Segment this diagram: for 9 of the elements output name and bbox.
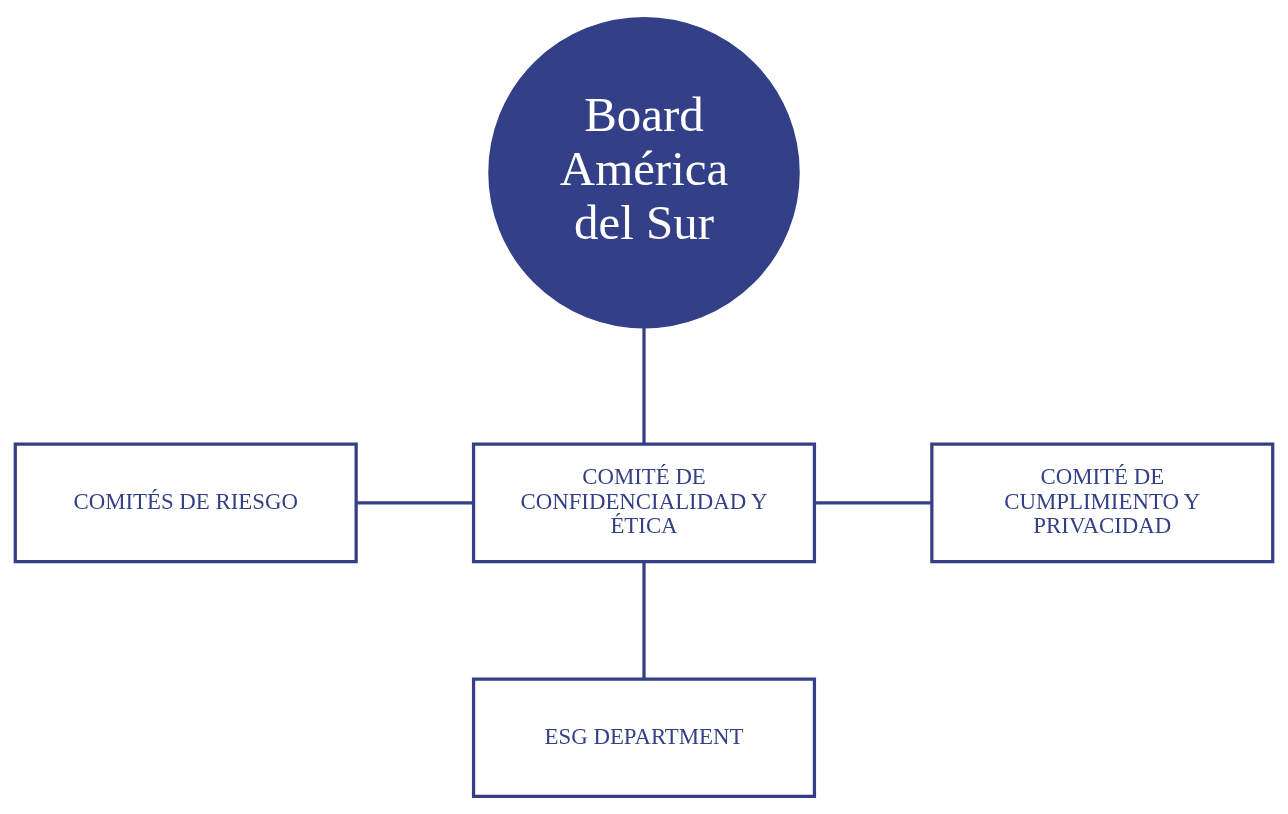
connector bbox=[642, 326, 646, 444]
connector bbox=[356, 500, 474, 505]
node-box: COMITÉ DE CUMPLIMIENTO Y PRIVACIDAD bbox=[930, 442, 1275, 563]
node-box: COMITÉ DE CONFIDENCIALIDAD Y ÉTICA bbox=[471, 442, 817, 563]
node-box: ESG DEPARTMENT bbox=[471, 676, 817, 798]
node-box: COMITÉS DE RIESGO bbox=[13, 442, 358, 563]
node-circle: Board América del Sur bbox=[488, 16, 800, 328]
connector bbox=[642, 561, 646, 679]
connector bbox=[814, 500, 932, 505]
